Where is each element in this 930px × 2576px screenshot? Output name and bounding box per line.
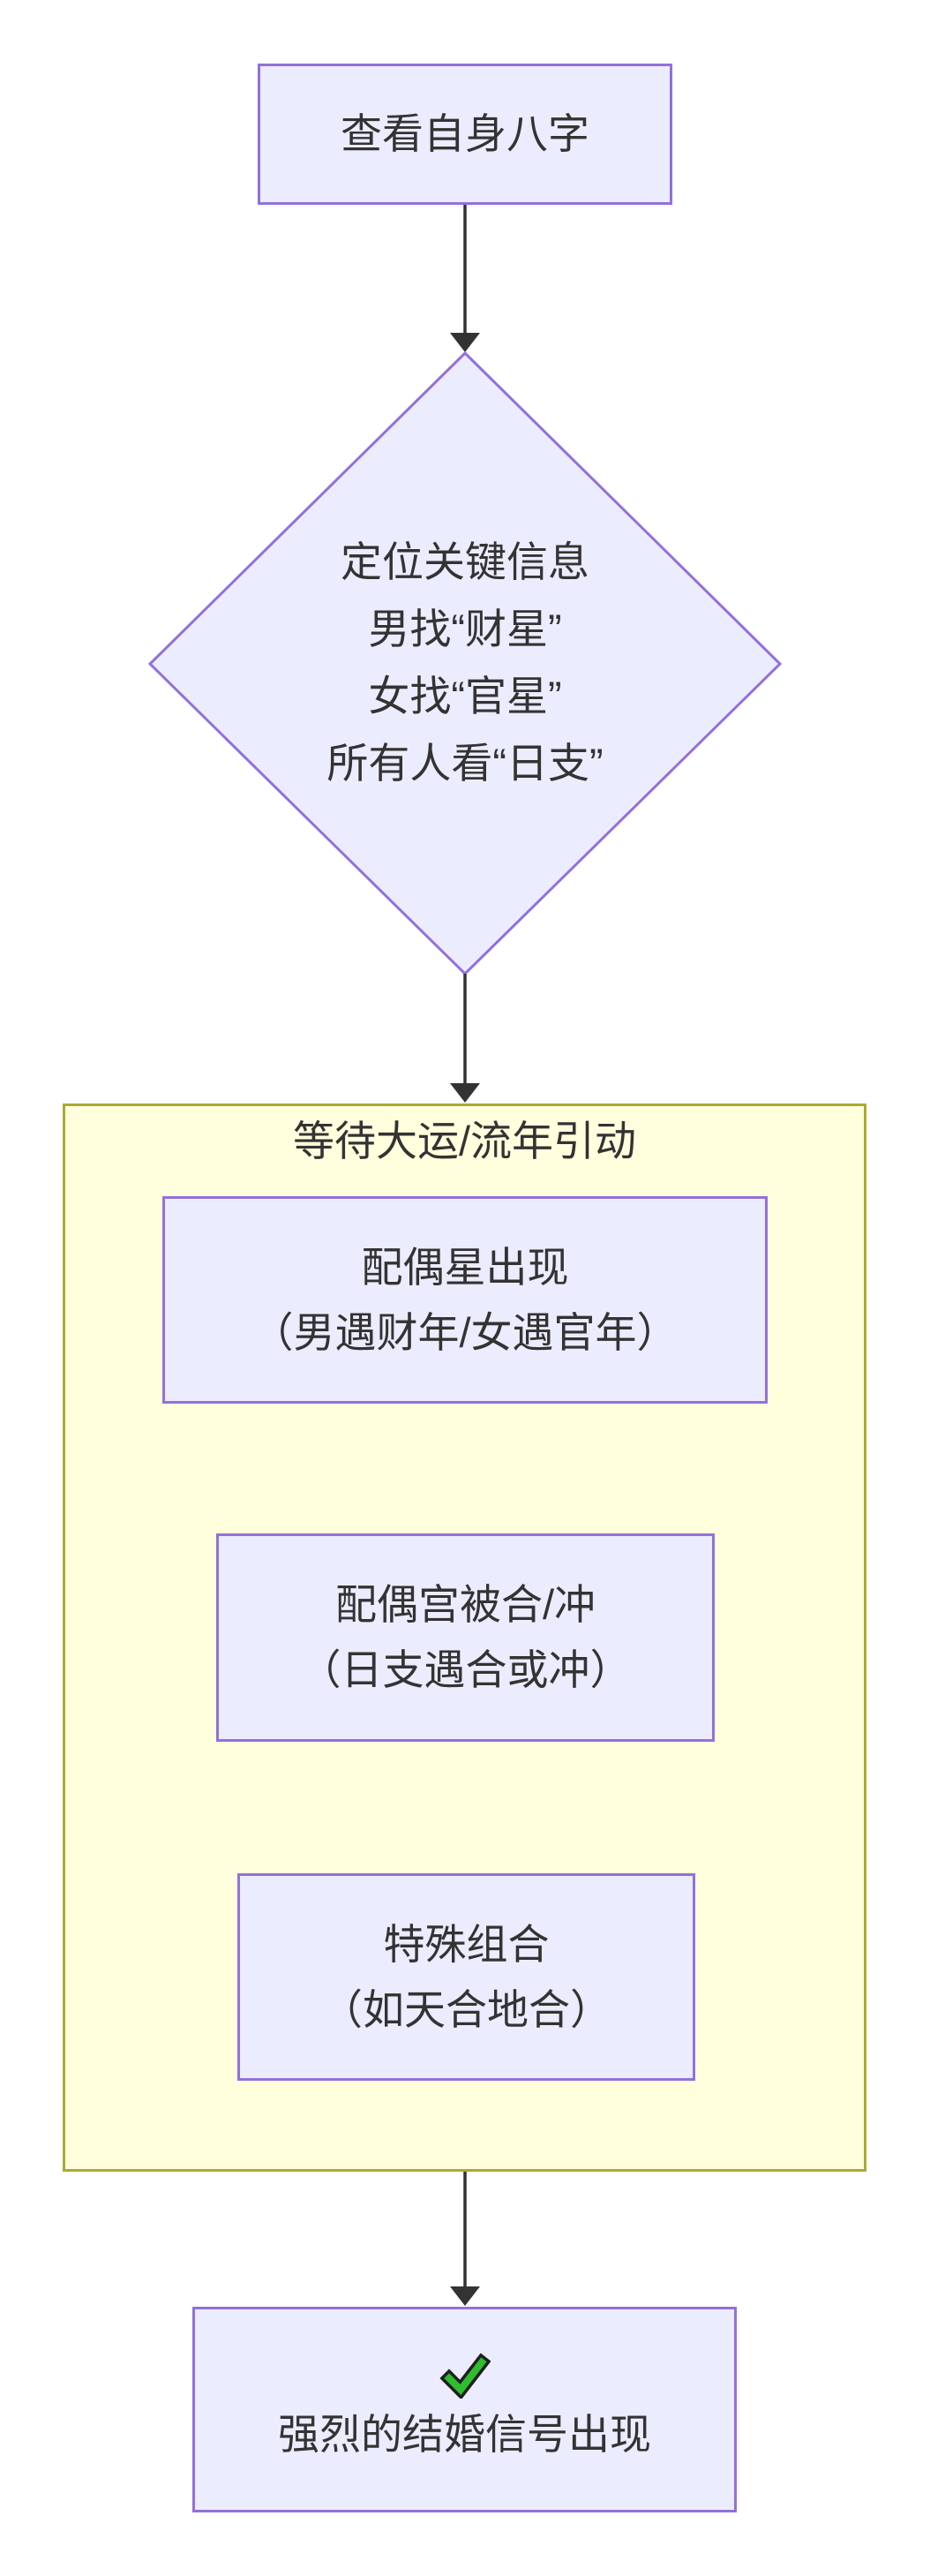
stage-container: 等待大运/流年引动 配偶星出现 （男遇财年/女遇官年） 配偶宫被合/冲 （日支遇… — [63, 1103, 866, 2172]
stage-item-spouse-palace: 配偶宫被合/冲 （日支遇合或冲） — [216, 1533, 715, 1742]
result-label: 强烈的结婚信号出现 — [278, 2410, 651, 2458]
decision-label: 定位关键信息 男找“财星” 女找“官星” 所有人看“日支” — [326, 539, 604, 787]
result-content: 强烈的结婚信号出现 — [278, 2352, 651, 2467]
arrow-down-icon — [450, 333, 480, 352]
arrow-down-icon — [450, 1083, 480, 1103]
arrow-down-icon — [450, 2286, 480, 2306]
node-result: 强烈的结婚信号出现 — [192, 2307, 737, 2512]
node-start: 查看自身八字 — [258, 64, 672, 205]
stage-item-special-combo: 特殊组合 （如天合地合） — [237, 1873, 695, 2081]
stage-title: 等待大运/流年引动 — [292, 1118, 637, 1164]
stage-item-spouse-star: 配偶星出现 （男遇财年/女遇官年） — [162, 1196, 768, 1404]
check-icon — [439, 2352, 491, 2399]
